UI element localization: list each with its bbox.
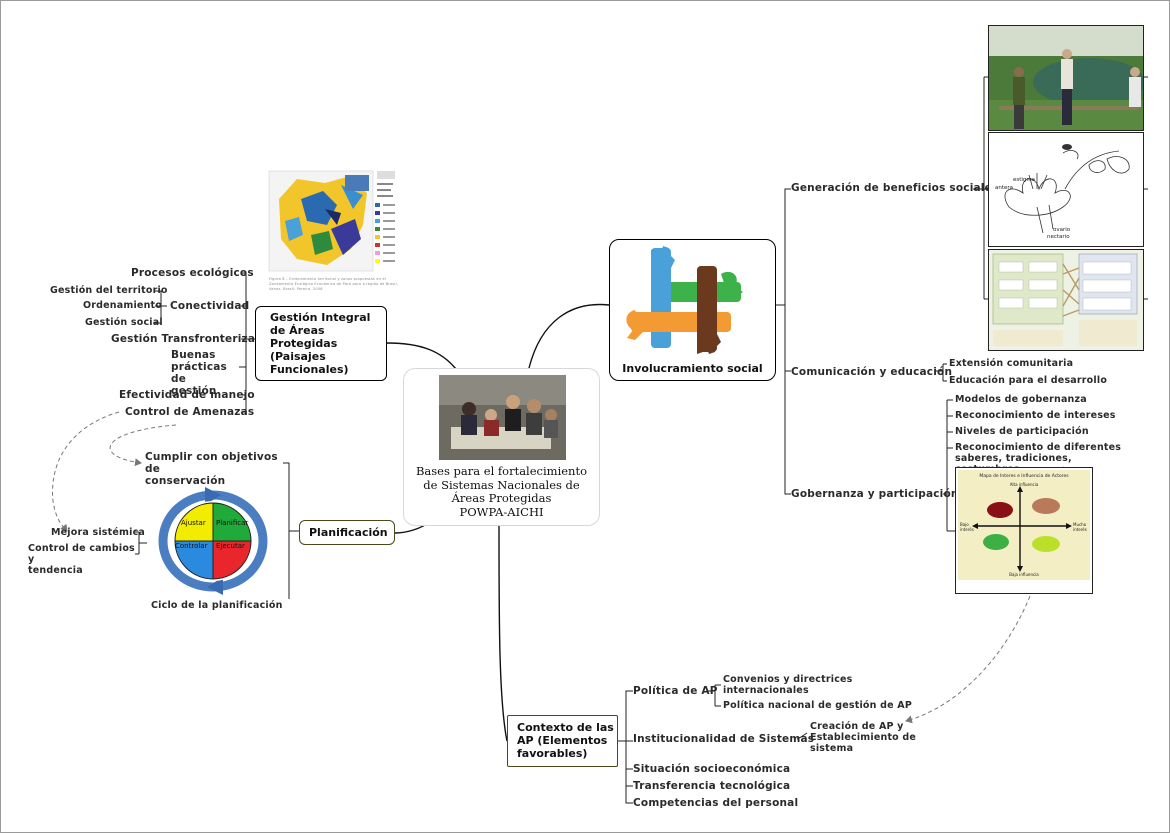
situacion-socioeconomica[interactable]: Situación socioeconómica bbox=[633, 763, 791, 775]
visitors-lake-photo bbox=[988, 25, 1144, 131]
control-de-cambios[interactable]: Control de cambios y tendencia bbox=[28, 543, 138, 576]
procesos-ecologicos[interactable]: Procesos ecológicos bbox=[131, 267, 254, 279]
gestion-title-line: de Áreas bbox=[270, 324, 325, 337]
matrix-left-label: interés bbox=[960, 527, 974, 532]
transferencia-tecnologica[interactable]: Transferencia tecnológica bbox=[633, 780, 791, 792]
matrix-left-label: Bajo bbox=[960, 522, 969, 527]
reconocimiento-saberes-line: Reconocimiento de diferentes bbox=[955, 442, 1122, 453]
benefits-flowchart-image bbox=[988, 249, 1144, 351]
convenios-line: Convenios y directrices bbox=[723, 674, 853, 685]
creacion-line: Establecimiento de bbox=[810, 732, 917, 743]
matrix-title: Mapa de Interes e Influencia de Actores bbox=[979, 473, 1069, 479]
educacion-para-el-desarrollo[interactable]: Educación para el desarrollo bbox=[949, 375, 1108, 386]
extension-comunitaria[interactable]: Extensión comunitaria bbox=[949, 358, 1074, 369]
contexto-topic[interactable]: Contexto de las AP (Elementos favorables… bbox=[507, 715, 618, 767]
gestion-title-line: Gestión Integral bbox=[270, 311, 371, 324]
central-title-line: Bases para el fortalecimiento bbox=[415, 464, 588, 478]
map-caption: Figura 8 - Ordenamiento territorial y zo… bbox=[269, 277, 399, 291]
central-topic[interactable]: Bases para el fortalecimiento de Sistema… bbox=[403, 368, 600, 526]
flower-label-antera: antera bbox=[995, 185, 1013, 191]
buenas-practicas[interactable]: Buenas prácticas de gestión bbox=[171, 349, 243, 397]
involucramiento-social-topic[interactable]: Involucramiento social bbox=[609, 239, 776, 381]
control-de-cambios-line: Control de cambios y bbox=[28, 543, 135, 565]
planning-cycle-diagram: Ajustar Planificar Controlar Ejecutar bbox=[158, 487, 268, 595]
planificacion-topic[interactable]: Planificación bbox=[299, 520, 395, 545]
cycle-ajustar: Ajustar bbox=[181, 519, 206, 527]
central-meeting-photo bbox=[439, 375, 566, 460]
joined-hands-logo bbox=[626, 246, 743, 354]
cycle-planificar: Planificar bbox=[216, 519, 248, 527]
central-title-line: de Sistemas Nacionales de bbox=[423, 477, 580, 492]
buenas-practicas-line: prácticas de bbox=[171, 361, 227, 385]
matrix-top-label: Alta influencia bbox=[1010, 482, 1039, 487]
matrix-bottom-label: Baja influencia bbox=[1009, 572, 1039, 577]
creacion-line: sistema bbox=[810, 743, 854, 754]
contexto-title-line: favorables) bbox=[517, 747, 588, 760]
flower-label-nectario: nectario bbox=[1047, 234, 1070, 240]
matrix-right-label: Mucho bbox=[1073, 522, 1087, 527]
control-de-amenazas[interactable]: Control de Amenazas bbox=[125, 406, 255, 418]
central-title: Bases para el fortalecimiento de Sistema… bbox=[404, 464, 599, 519]
stakeholder-interest-influence-map: Mapa de Interes e Influencia de Actores … bbox=[955, 467, 1093, 594]
cumplir-objetivos[interactable]: Cumplir con objetivos de conservación bbox=[145, 451, 295, 487]
territorial-zoning-map-image bbox=[267, 169, 397, 277]
flower-pollination-illustration: estigma antera ovario nectario bbox=[988, 132, 1144, 247]
convenios-line: internacionales bbox=[723, 685, 809, 696]
politica-nacional[interactable]: Política nacional de gestión de AP bbox=[723, 700, 912, 711]
reconocimiento-de-intereses[interactable]: Reconocimiento de intereses bbox=[955, 410, 1116, 421]
gestion-transfronteriza[interactable]: Gestión Transfronteriza bbox=[111, 333, 256, 345]
comunicacion-y-educacion[interactable]: Comunicación y educación bbox=[791, 366, 953, 378]
control-de-cambios-line: tendencia bbox=[28, 565, 83, 576]
institucionalidad-de-sistemas[interactable]: Institucionalidad de Sistemas bbox=[633, 733, 815, 745]
efectividad-de-manejo[interactable]: Efectividad de manejo bbox=[119, 389, 255, 401]
gobernanza-y-participacion[interactable]: Gobernanza y participación bbox=[791, 488, 959, 500]
politica-de-ap[interactable]: Política de AP bbox=[633, 685, 718, 697]
contexto-title-line: AP (Elementos bbox=[517, 734, 608, 747]
conectividad[interactable]: Conectividad bbox=[170, 300, 250, 312]
contexto-title-line: Contexto de las bbox=[517, 721, 614, 734]
central-title-line: Áreas Protegidas bbox=[451, 491, 552, 505]
buenas-practicas-line: gestión bbox=[171, 385, 217, 397]
flower-label-estigma: estigma bbox=[1013, 177, 1035, 183]
flower-label-ovario: ovario bbox=[1053, 227, 1071, 233]
ciclo-de-la-planificacion: Ciclo de la planificación bbox=[151, 600, 283, 611]
gestion-title-line: (Paisajes bbox=[270, 350, 326, 363]
modelos-de-gobernanza[interactable]: Modelos de gobernanza bbox=[955, 394, 1087, 405]
cycle-ejecutar: Ejecutar bbox=[216, 542, 245, 550]
cumplir-objetivos-line: conservación bbox=[145, 475, 226, 487]
generacion-beneficios-sociales[interactable]: Generación de beneficios sociales bbox=[791, 182, 999, 194]
gestion-title-line: Funcionales) bbox=[270, 363, 349, 376]
central-title-line: POWPA-AICHI bbox=[459, 504, 544, 519]
cumplir-objetivos-line: Cumplir con objetivos de bbox=[145, 451, 278, 475]
buenas-practicas-line: Buenas bbox=[171, 349, 216, 361]
gestion-title-line: Protegidas bbox=[270, 337, 338, 350]
mejora-sistemica[interactable]: Mejora sistémica bbox=[51, 527, 146, 538]
matrix-right-label: interés bbox=[1073, 527, 1087, 532]
involucramiento-title: Involucramiento social bbox=[622, 362, 763, 375]
gestion-social[interactable]: Gestión social bbox=[85, 317, 163, 328]
convenios-y-directrices[interactable]: Convenios y directrices internacionales bbox=[723, 674, 883, 696]
gestion-integral-topic[interactable]: Gestión Integral de Áreas Protegidas (Pa… bbox=[255, 306, 387, 381]
niveles-de-participacion[interactable]: Niveles de participación bbox=[955, 426, 1089, 437]
competencias-del-personal[interactable]: Competencias del personal bbox=[633, 797, 799, 809]
cycle-controlar: Controlar bbox=[175, 542, 208, 550]
ordenamiento[interactable]: Ordenamiento bbox=[83, 300, 163, 311]
creacion-line: Creación de AP y bbox=[810, 721, 904, 732]
gestion-del-territorio[interactable]: Gestión del territorio bbox=[50, 285, 168, 296]
creacion-de-ap[interactable]: Creación de AP y Establecimiento de sist… bbox=[810, 721, 920, 754]
